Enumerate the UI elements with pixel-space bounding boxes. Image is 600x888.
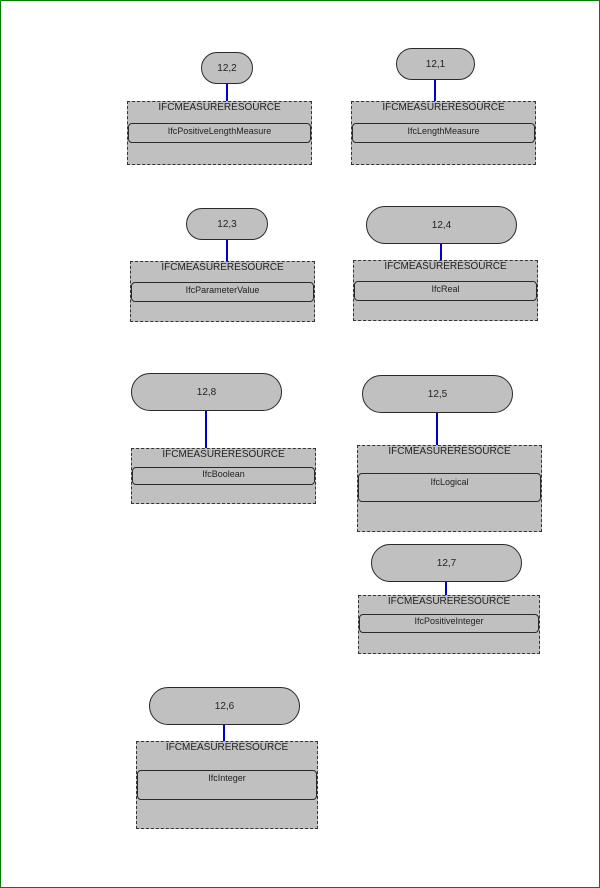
entity-type-label: IFCMEASURERESOURCE (161, 262, 284, 273)
connector-line (205, 411, 207, 448)
connector-line (436, 413, 438, 445)
entity-box[interactable]: IFCMEASURERESOURCE IfcParameterValue (130, 261, 315, 322)
entity-type-label: IFCMEASURERESOURCE (387, 596, 511, 607)
entity-box[interactable]: IFCMEASURERESOURCE IfcLengthMeasure (351, 101, 536, 165)
page-ref-pill[interactable]: 12,7 (371, 544, 522, 582)
connector-line (226, 240, 228, 261)
entity-type-label: IFCMEASURERESOURCE (162, 449, 285, 460)
entity-box[interactable]: IFCMEASURERESOURCE IfcBoolean (131, 448, 316, 504)
attribute-box: IfcParameterValue (131, 282, 314, 302)
page-ref-pill[interactable]: 12,3 (186, 208, 268, 240)
entity-box[interactable]: IFCMEASURERESOURCE IfcPositiveInteger (358, 595, 540, 654)
entity-type-label: IFCMEASURERESOURCE (165, 742, 289, 753)
attribute-box: IfcLengthMeasure (352, 123, 535, 143)
connector-line (223, 725, 225, 741)
attribute-box: IfcReal (354, 281, 537, 301)
entity-type-label: IFCMEASURERESOURCE (384, 261, 507, 272)
connector-line (434, 80, 436, 101)
page-ref-pill[interactable]: 12,5 (362, 375, 513, 413)
entity-type-label: IFCMEASURERESOURCE (158, 102, 281, 113)
entity-box[interactable]: IFCMEASURERESOURCE IfcInteger (136, 741, 318, 829)
entity-box[interactable]: IFCMEASURERESOURCE IfcPositiveLengthMeas… (127, 101, 312, 165)
connector-line (226, 84, 228, 101)
page-ref-pill[interactable]: 12,6 (149, 687, 300, 725)
entity-box[interactable]: IFCMEASURERESOURCE IfcLogical (357, 445, 542, 532)
entity-box[interactable]: IFCMEASURERESOURCE IfcReal (353, 260, 538, 321)
connector-line (445, 582, 447, 595)
page-ref-pill[interactable]: 12,2 (201, 52, 253, 84)
page-ref-pill[interactable]: 12,4 (366, 206, 517, 244)
attribute-box: IfcBoolean (132, 467, 315, 485)
attribute-box: IfcInteger (137, 770, 317, 800)
attribute-box: IfcPositiveInteger (359, 614, 539, 633)
attribute-box: IfcPositiveLengthMeasure (128, 123, 311, 143)
page-ref-pill[interactable]: 12,8 (131, 373, 282, 411)
page-ref-pill[interactable]: 12,1 (396, 48, 475, 80)
attribute-box: IfcLogical (358, 473, 541, 502)
entity-type-label: IFCMEASURERESOURCE (382, 102, 505, 113)
entity-type-label: IFCMEASURERESOURCE (388, 446, 511, 457)
connector-line (440, 244, 442, 260)
